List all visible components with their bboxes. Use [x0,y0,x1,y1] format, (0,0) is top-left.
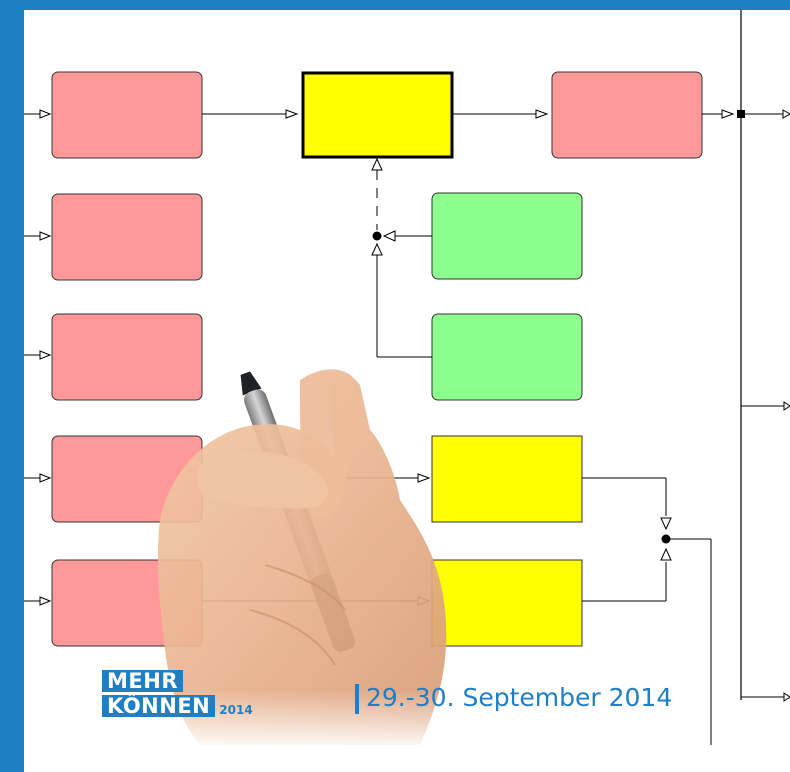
yellow-blocks-lower [431,435,583,647]
green-block-2 [431,313,583,401]
junction-lower [661,534,671,544]
yellow-block-top [301,71,454,159]
frame-left-border [0,0,24,772]
red-block-3 [51,313,203,401]
mehr-koennen-logo: MEHR KÖNNEN 2014 [102,670,253,717]
yellow-block-3 [431,559,583,647]
green-blocks [431,192,583,401]
red-block-top-right [551,71,703,159]
top-row-connectors [202,109,790,119]
date-accent-bar [355,684,359,714]
yellow-block-2 [431,435,583,523]
junction-feedback [372,231,382,241]
bus-branches [741,401,790,702]
frame-top-border [0,0,790,10]
junction-top-right [737,110,745,118]
logo-year: 2014 [219,703,253,717]
logo-line-2: KÖNNEN [102,695,216,717]
green-block-1 [431,192,583,280]
event-date: 29.-30. September 2014 [366,683,673,712]
input-arrows [24,109,52,606]
red-block-2 [51,193,203,281]
red-block-1 [51,71,203,159]
feedback-connectors [371,157,432,358]
frame-bottom-whitespace [24,745,790,772]
logo-line-1: MEHR [102,670,183,692]
